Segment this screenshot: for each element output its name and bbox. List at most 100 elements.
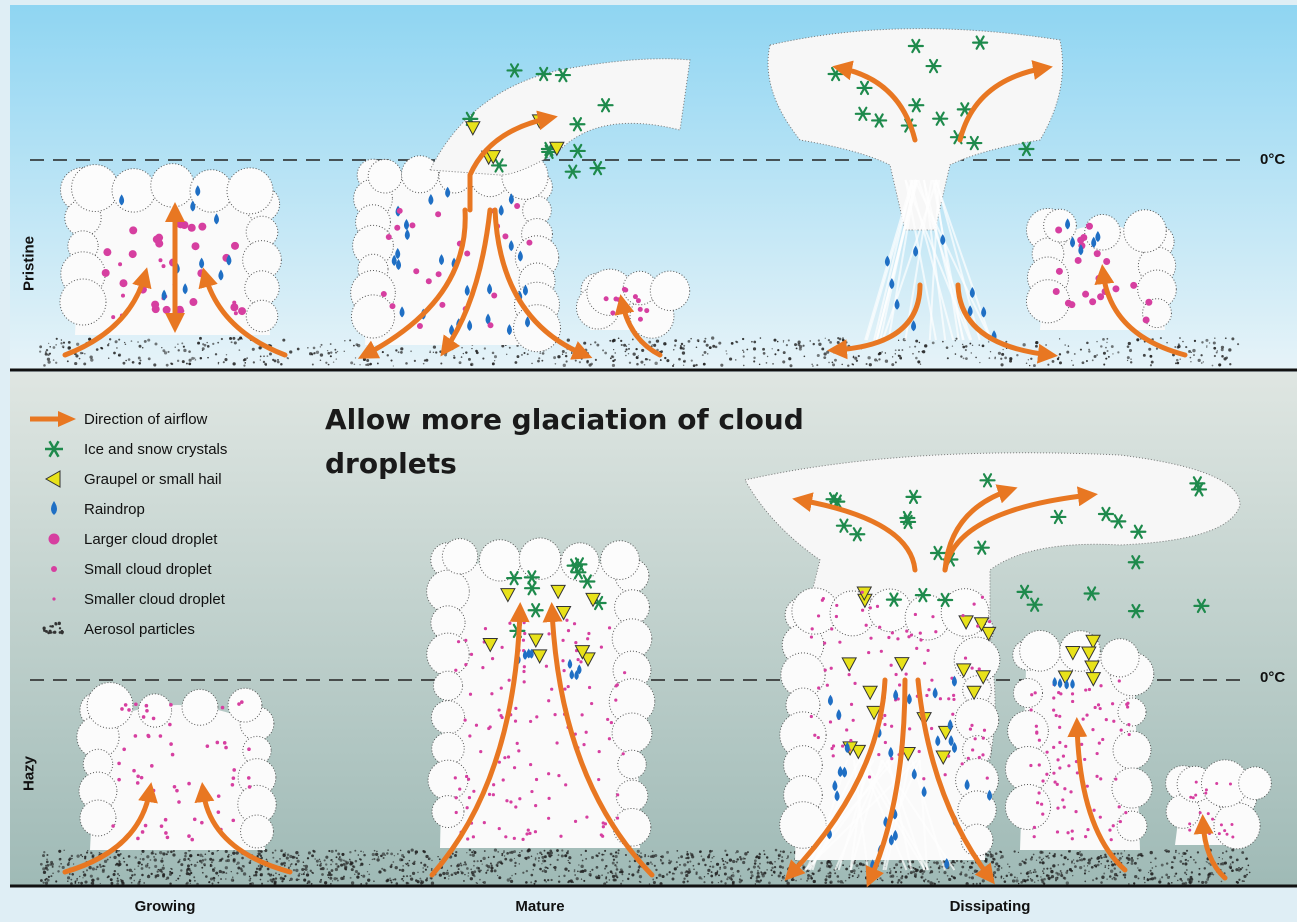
aerosol-particle (260, 356, 262, 358)
aerosol-particle (763, 850, 765, 852)
aerosol-particle (1106, 338, 1108, 340)
aerosol-particle (522, 872, 524, 874)
cloud-droplet (1058, 766, 1061, 769)
aerosol-particle (327, 352, 330, 355)
aerosol-particle (1087, 862, 1089, 864)
cloud-droplet (163, 306, 171, 314)
aerosol-particle (82, 352, 84, 354)
aerosol-particle (1193, 859, 1195, 861)
cloud-droplet (547, 699, 550, 702)
raindrop-icon (28, 497, 84, 521)
cloud-droplet (1194, 794, 1197, 797)
aerosol-particle (160, 860, 163, 863)
aerosol-particle (1047, 364, 1049, 366)
aerosol-particle (87, 850, 88, 851)
aerosol-particle (392, 879, 394, 881)
aerosol-particle (707, 873, 709, 875)
aerosol-particle (233, 362, 236, 365)
aerosol-particle (461, 347, 462, 348)
aerosol-particle (1023, 861, 1026, 864)
aerosol-particle (742, 350, 743, 351)
aerosol-particle (666, 359, 669, 362)
aerosol-particle (1088, 349, 1089, 350)
aerosol-particle (760, 879, 762, 881)
aerosol-particle (399, 869, 401, 871)
aerosol-particle (726, 854, 729, 857)
aerosol-particle (453, 356, 455, 358)
aerosol-particle (52, 872, 54, 874)
aerosol-particle (938, 867, 941, 870)
aerosol-particle (1035, 341, 1038, 344)
aerosol-particle (1184, 872, 1186, 874)
aerosol-particle (823, 356, 826, 359)
aerosol-particle (636, 356, 638, 358)
aerosol-particle (242, 865, 244, 867)
aerosol-particle (531, 855, 533, 857)
cloud-droplet (824, 669, 827, 672)
aerosol-particle (1206, 861, 1207, 862)
aerosol-particle (686, 853, 689, 856)
aerosol-particle (428, 857, 431, 860)
aerosol-particle (96, 877, 99, 880)
aerosol-particle (824, 881, 827, 884)
aerosol-particle (1130, 361, 1132, 363)
aerosol-particle (166, 853, 168, 855)
aerosol-particle (148, 357, 151, 360)
aerosol-particle (753, 357, 755, 359)
aerosol-particle (811, 364, 812, 365)
cloud-droplet (1192, 796, 1195, 799)
aerosol-particle (131, 340, 133, 342)
aerosol-particle (527, 353, 529, 355)
cloud-droplet (1036, 801, 1039, 804)
aerosol-particle (711, 871, 713, 873)
aerosol-particle (531, 363, 533, 365)
cloud-droplet (232, 768, 236, 772)
aerosol-particle (739, 856, 741, 858)
cloud-droplet (144, 824, 148, 828)
aerosol-particle (47, 358, 50, 361)
cloud-droplet (1128, 733, 1131, 736)
aerosol-particle (1235, 868, 1238, 871)
aerosol-particle (647, 358, 649, 360)
aerosol-particle (695, 364, 697, 366)
aerosol-particle (756, 855, 759, 858)
cloud-puff (351, 295, 394, 338)
aerosol-particle (1236, 858, 1239, 861)
aerosol-particle (376, 858, 379, 861)
aerosol-particle (401, 878, 403, 880)
aerosol-particle (1194, 340, 1196, 342)
aerosol-particle (272, 875, 274, 877)
cloud-droplet (500, 687, 503, 690)
aerosol-particle (726, 862, 728, 864)
aerosol-particle (167, 851, 170, 854)
aerosol-particle (718, 882, 719, 883)
cloud-droplet (988, 620, 991, 623)
aerosol-particle (297, 860, 300, 863)
aerosol-particle (1106, 878, 1107, 879)
aerosol-particle (788, 357, 791, 360)
aerosol-particle (71, 855, 73, 857)
aerosol-particle (1095, 866, 1097, 868)
aerosol-particle (186, 882, 189, 885)
aerosol-particle (80, 882, 83, 885)
cloud-droplet (158, 258, 162, 262)
aerosol-particle (1131, 857, 1133, 859)
cloud-droplet (1041, 813, 1044, 816)
aerosol-particle (679, 864, 681, 866)
aerosol-particle (777, 349, 779, 351)
cloud-droplet (129, 250, 137, 258)
aerosol-particle (971, 862, 974, 865)
aerosol-particle (678, 358, 681, 361)
cloud-droplet (967, 757, 970, 760)
aerosol-particle (664, 357, 666, 359)
aerosol-particle (547, 879, 549, 881)
aerosol-particle (324, 859, 326, 861)
aerosol-particle (548, 854, 551, 857)
aerosol-particle (1086, 360, 1088, 362)
aerosol-particle (1184, 862, 1187, 865)
aerosol-particle (612, 875, 615, 878)
aerosol-particle (425, 869, 427, 871)
cloud-puff (613, 808, 651, 846)
aerosol-particle (177, 878, 179, 880)
cloud-puff (442, 539, 477, 574)
